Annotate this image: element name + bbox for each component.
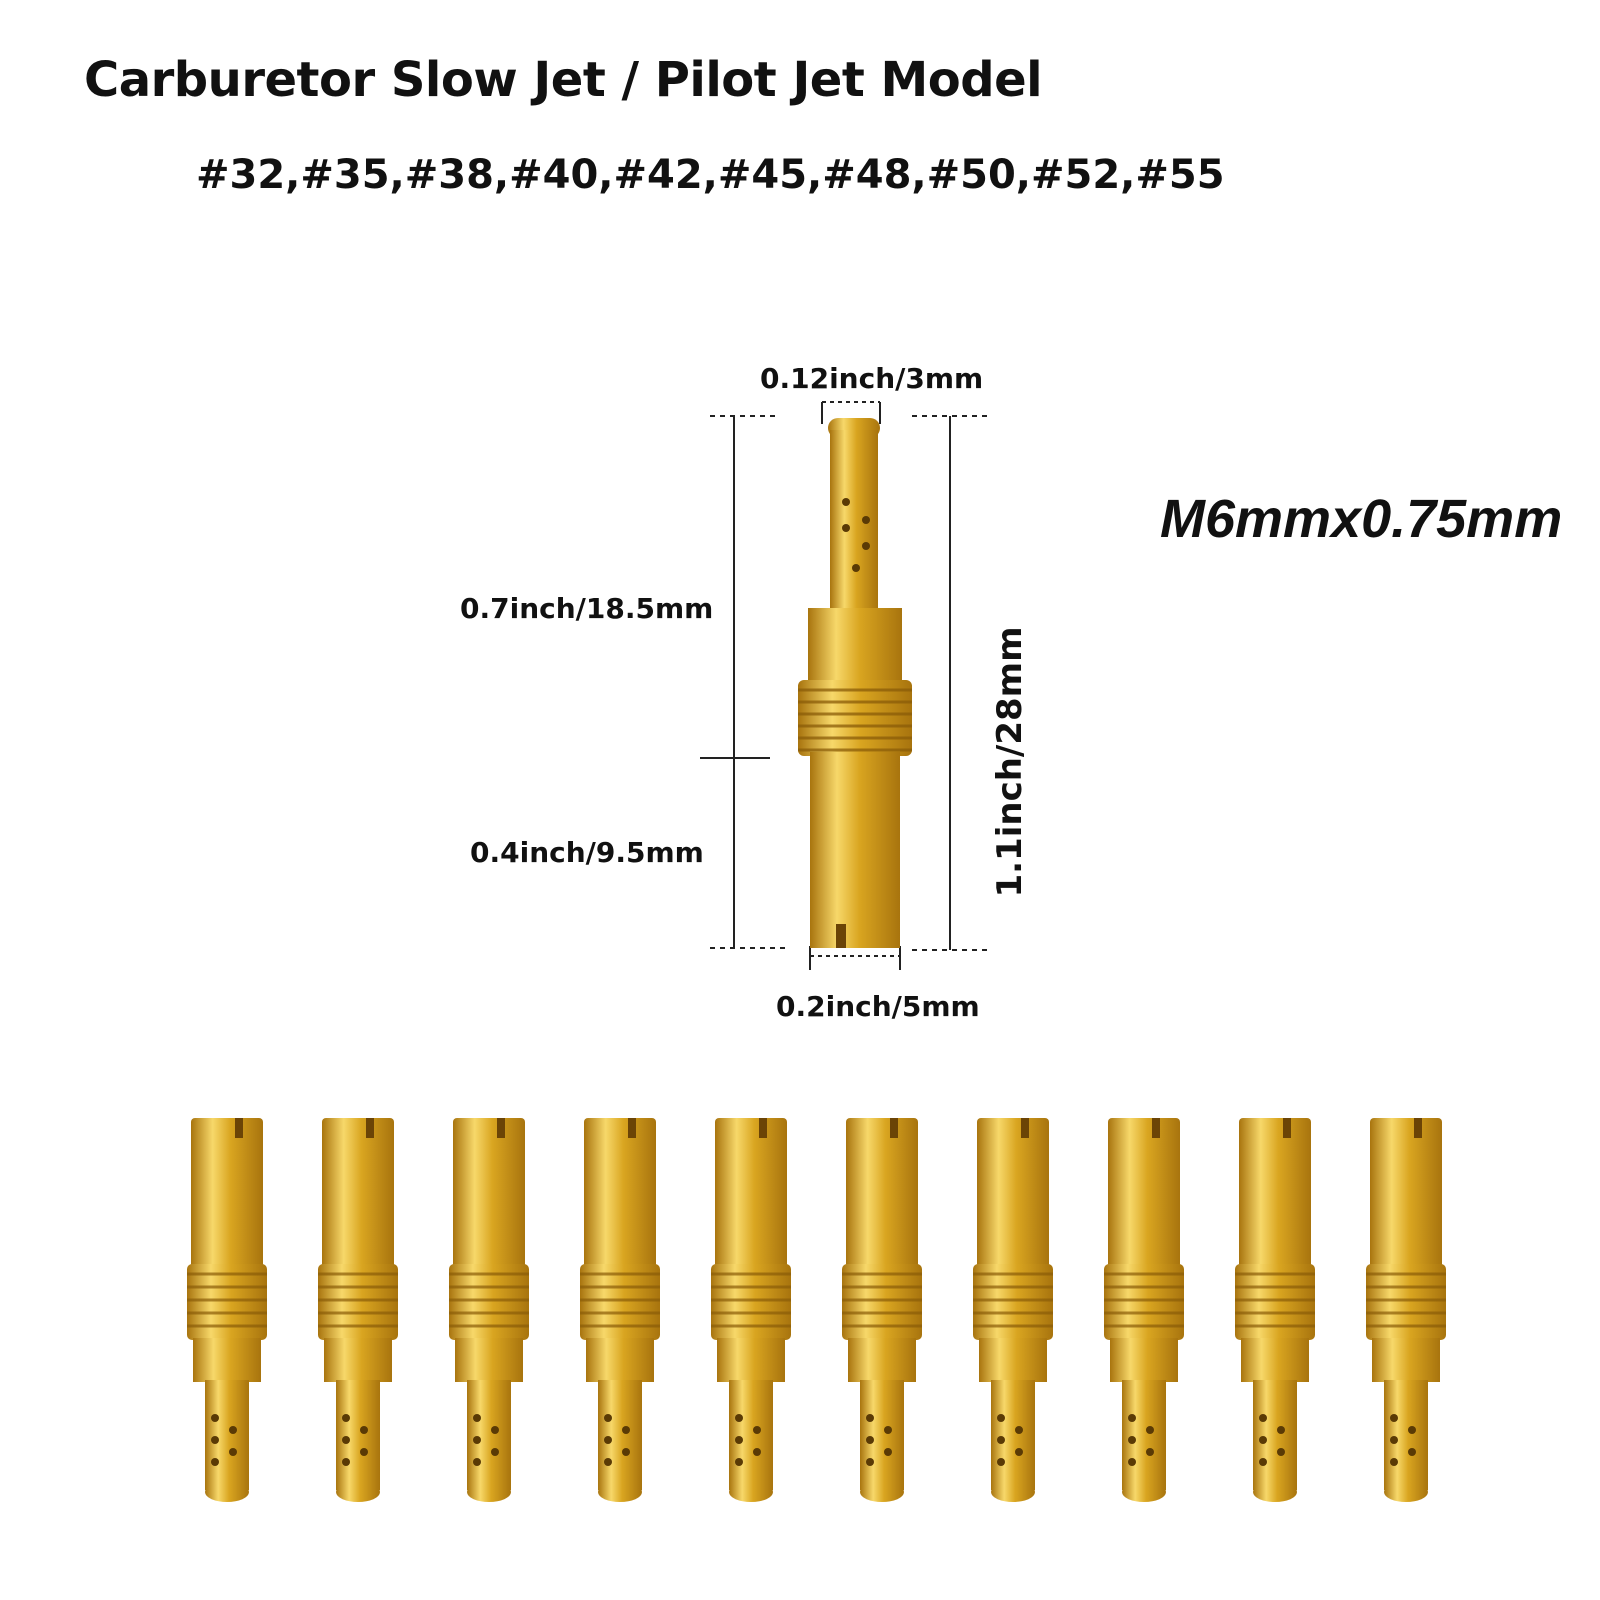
pilot-jet-5 (711, 1118, 791, 1502)
pilot-jet-8 (1104, 1118, 1184, 1502)
page-title: Carburetor Slow Jet / Pilot Jet Model (84, 52, 1043, 108)
pilot-jet-2 (318, 1118, 398, 1502)
dimension-lines (700, 401, 988, 970)
main-jet (798, 418, 912, 948)
tip-diameter-label: 0.12inch/3mm (760, 362, 984, 395)
pilot-jet-10 (1366, 1118, 1446, 1502)
jet-set-row (187, 1118, 1446, 1502)
upper-length-label: 0.7inch/18.5mm (460, 592, 714, 625)
body-diameter-label: 0.2inch/5mm (776, 990, 980, 1023)
pilot-jet-1 (187, 1118, 267, 1502)
pilot-jet-7 (973, 1118, 1053, 1502)
pilot-jet-6 (842, 1118, 922, 1502)
lower-length-label: 0.4inch/9.5mm (470, 836, 704, 869)
model-sizes-list: #32,#35,#38,#40,#42,#45,#48,#50,#52,#55 (196, 152, 1225, 198)
pilot-jet-3 (449, 1118, 529, 1502)
pilot-jet-9 (1235, 1118, 1315, 1502)
thread-spec-label: M6mmx0.75mm (1160, 489, 1563, 549)
pilot-jet-4 (580, 1118, 660, 1502)
